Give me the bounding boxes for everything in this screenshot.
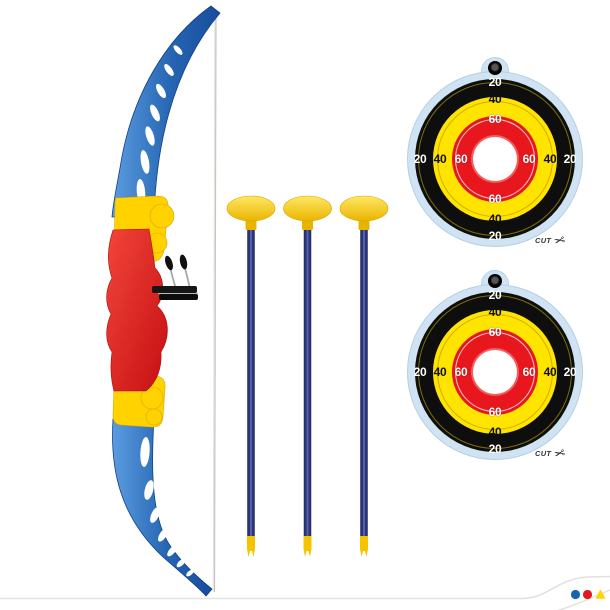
arrow-nock bbox=[247, 536, 255, 557]
logo-blue-dot-icon bbox=[570, 589, 581, 600]
score-label-60-right: 60 bbox=[522, 365, 536, 379]
score-label-40-right: 40 bbox=[543, 152, 557, 166]
score-label-60-right: 60 bbox=[522, 152, 536, 166]
cut-label: CUT bbox=[535, 449, 552, 458]
scissors-icon: ✂ bbox=[552, 231, 567, 250]
bow-upper-limb-cutouts bbox=[136, 45, 183, 205]
score-label-20-bottom: 20 bbox=[488, 442, 502, 456]
swoosh-line-upper bbox=[0, 575, 610, 600]
scissors-icon: ✂ bbox=[552, 444, 567, 463]
bullseye-center bbox=[473, 137, 517, 181]
logo-yellow-triangle-icon bbox=[595, 589, 606, 599]
score-target-1: 20 20 20 20 40 40 40 40 60 60 60 60 CUT … bbox=[407, 57, 583, 250]
ring-detail-line bbox=[418, 82, 572, 236]
score-label-40-bottom: 40 bbox=[488, 212, 502, 226]
suction-cup bbox=[283, 195, 332, 222]
score-label-60-bottom: 60 bbox=[488, 192, 502, 206]
score-label-20-bottom: 20 bbox=[488, 229, 502, 243]
arrow-2 bbox=[283, 195, 332, 557]
hang-hole bbox=[488, 274, 502, 288]
logo-red-dot-icon bbox=[582, 589, 593, 600]
score-label-20-right: 20 bbox=[563, 365, 577, 379]
score-label-40-left: 40 bbox=[433, 365, 447, 379]
hang-hole bbox=[488, 61, 502, 75]
score-label-60-bottom: 60 bbox=[488, 405, 502, 419]
score-label-20-left: 20 bbox=[413, 365, 427, 379]
score-label-20-top: 20 bbox=[488, 75, 502, 89]
score-label-40-left: 40 bbox=[433, 152, 447, 166]
arrow-1 bbox=[226, 195, 276, 557]
brand-logo-mark bbox=[570, 589, 606, 600]
score-label-40-bottom: 40 bbox=[488, 425, 502, 439]
score-label-20-right: 20 bbox=[563, 152, 577, 166]
toy-bow bbox=[106, 5, 221, 597]
suction-cup bbox=[339, 195, 389, 222]
ring-detail-line bbox=[437, 101, 553, 217]
score-label-40-top: 40 bbox=[488, 92, 502, 106]
ring-detail-line bbox=[437, 314, 553, 430]
score-label-40-right: 40 bbox=[543, 365, 557, 379]
score-label-20-top: 20 bbox=[488, 288, 502, 302]
bow-riser-grip bbox=[106, 228, 168, 392]
cut-instruction: CUT ✂ bbox=[535, 231, 567, 250]
score-target-2: 20 20 20 20 40 40 40 40 60 60 60 60 CUT … bbox=[407, 270, 583, 463]
bullseye-center bbox=[473, 350, 517, 394]
score-label-60-left: 60 bbox=[454, 365, 468, 379]
score-label-60-left: 60 bbox=[454, 152, 468, 166]
ring-detail-line bbox=[418, 295, 572, 449]
bow-string-highlight bbox=[213, 9, 216, 593]
suction-cup bbox=[226, 195, 276, 222]
cut-label: CUT bbox=[535, 236, 552, 245]
bow-lower-limb bbox=[112, 418, 213, 597]
score-label-20-left: 20 bbox=[413, 152, 427, 166]
bow-arrow-rest bbox=[152, 254, 198, 300]
ring-detail-line bbox=[455, 119, 535, 199]
score-label-60-top: 60 bbox=[488, 325, 502, 339]
ring-detail-line bbox=[455, 332, 535, 412]
arrow-nock bbox=[360, 536, 368, 557]
cut-instruction: CUT ✂ bbox=[535, 444, 567, 463]
arrow-nock bbox=[303, 536, 312, 557]
score-label-40-top: 40 bbox=[488, 305, 502, 319]
swoosh-line-lower bbox=[556, 589, 610, 610]
bottom-decoration bbox=[0, 575, 610, 610]
bow-upper-limb bbox=[111, 5, 221, 218]
arrow-set bbox=[226, 195, 389, 557]
score-label-60-top: 60 bbox=[488, 112, 502, 126]
arrow-3 bbox=[339, 195, 389, 557]
bow-lower-limb-cutouts bbox=[140, 437, 194, 577]
